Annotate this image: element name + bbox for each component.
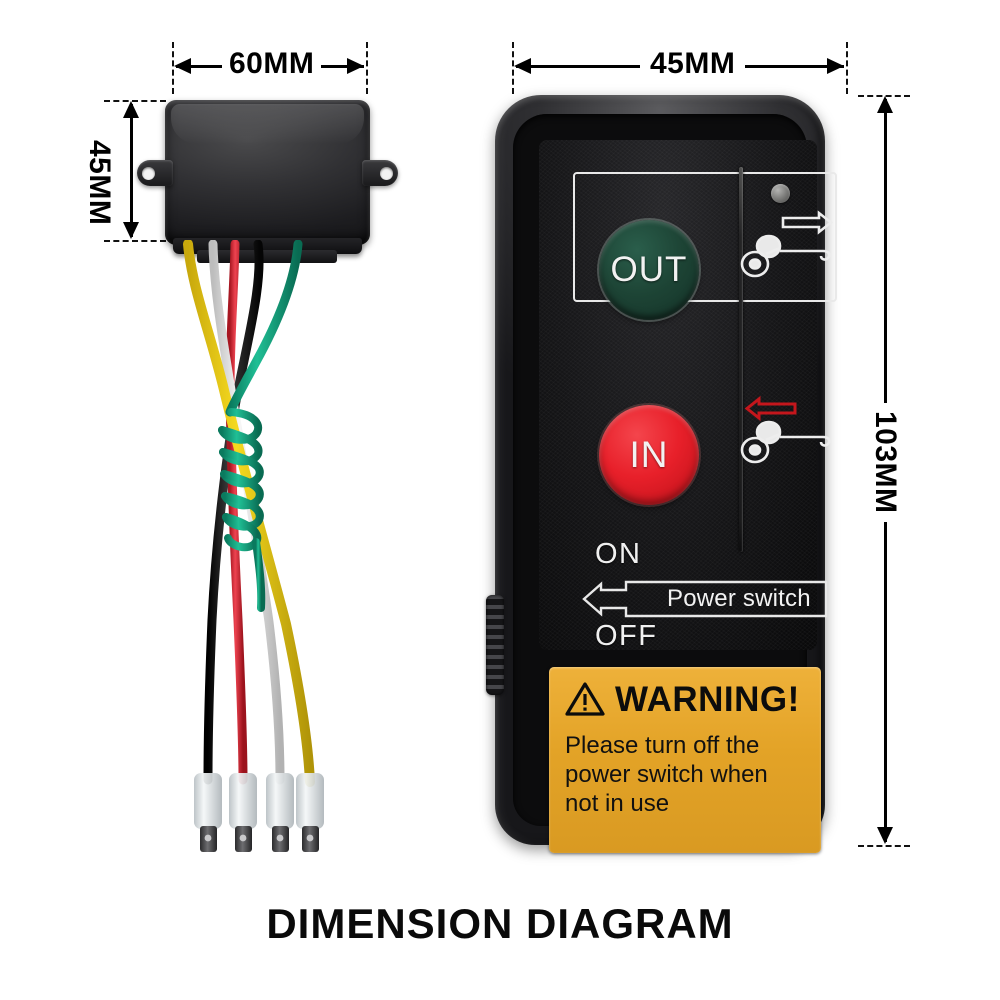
arrow-up-icon <box>123 101 139 118</box>
in-button[interactable]: IN <box>599 405 699 505</box>
terminal-connector-red <box>229 773 257 852</box>
terminal-connector-black <box>194 773 222 852</box>
mounting-hole-icon <box>380 167 393 180</box>
mounting-tab-left <box>137 160 173 186</box>
control-box <box>137 100 398 263</box>
warning-line-1: Please turn off the <box>565 732 760 759</box>
extension-line-bottom <box>104 240 166 242</box>
in-button-label: IN <box>629 434 669 475</box>
out-button[interactable]: OUT <box>599 220 699 320</box>
wire-green <box>218 240 303 612</box>
switch-on-label: ON <box>595 538 642 570</box>
remote-face-panel: OUT IN <box>539 140 837 652</box>
remote-width-label: 45MM <box>640 49 746 79</box>
extension-line-right <box>366 42 368 94</box>
face-vertical-divider <box>739 167 743 552</box>
arrow-left-icon <box>174 58 191 74</box>
warning-label: WARNING! Please turn off the power switc… <box>549 667 821 853</box>
arrow-down-icon <box>123 222 139 239</box>
extension-line-left <box>512 42 514 94</box>
warning-line-3: not in use <box>565 790 670 818</box>
winch-spool-in-icon <box>740 395 831 464</box>
arrow-left-icon <box>514 58 531 74</box>
warning-text: Please turn off the power switch when no… <box>565 731 805 818</box>
remote-inner-bezel: OUT IN <box>513 114 837 853</box>
led-indicator-icon <box>771 184 790 203</box>
arrow-right-icon <box>827 58 844 74</box>
control-box-height-label: 45MM <box>83 133 116 233</box>
green-wire-coil <box>218 408 264 552</box>
control-box-width-label: 60MM <box>222 49 322 79</box>
page-title: DIMENSION DIAGRAM <box>266 900 734 947</box>
out-button-label: OUT <box>610 250 688 289</box>
power-switch-label: Power switch <box>667 585 811 612</box>
extension-line-bottom <box>858 845 910 847</box>
power-switch-banner <box>582 580 828 618</box>
wire-red <box>225 240 248 785</box>
warning-header: WARNING! <box>565 681 805 717</box>
extension-line-right <box>846 42 848 94</box>
mounting-tab-right <box>362 160 398 186</box>
housing-highlight <box>171 104 364 144</box>
extension-line-left <box>172 42 174 94</box>
arrow-down-icon <box>877 827 893 844</box>
side-power-slider[interactable] <box>486 595 504 695</box>
face-top-frame <box>573 172 837 302</box>
arrow-right-icon <box>347 58 364 74</box>
wireless-remote: OUT IN <box>486 95 837 853</box>
terminal-connector-white <box>266 773 294 852</box>
dimension-shaft <box>130 104 133 237</box>
wire-black <box>203 240 264 785</box>
remote-height-label: 103MM <box>869 403 902 522</box>
warning-line-2: power switch when <box>565 761 768 789</box>
terminal-connector-yellow <box>296 773 324 852</box>
warning-title: WARNING! <box>615 679 800 719</box>
wire-harness <box>183 240 324 852</box>
winch-spool-out-icon <box>740 210 834 278</box>
control-box-housing <box>165 100 370 245</box>
mounting-hole-icon <box>142 167 155 180</box>
arrow-up-icon <box>877 96 893 113</box>
warning-triangle-icon <box>565 682 605 716</box>
switch-off-label: OFF <box>595 620 658 652</box>
